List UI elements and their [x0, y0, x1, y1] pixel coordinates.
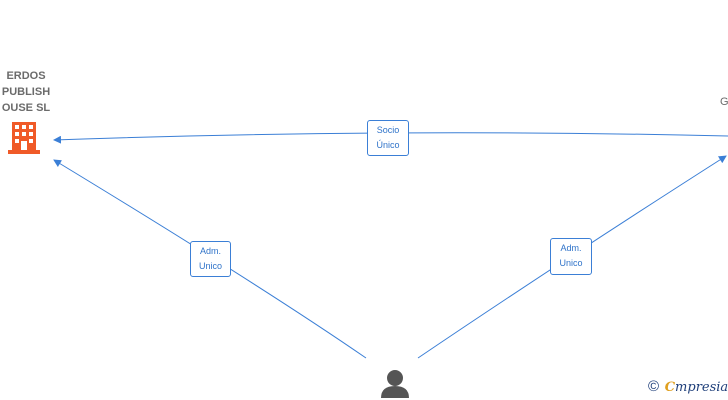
edge-label-line: Socio — [376, 125, 400, 135]
company-name-line-2: PUBLISH — [1, 86, 51, 98]
building-icon[interactable] — [8, 122, 40, 154]
edge-label-line: Unico — [198, 261, 222, 271]
edge-label-line: Único — [376, 140, 400, 150]
edge-label-adm-unico-right[interactable]: Adm. Unico — [550, 238, 592, 275]
edge-label-line: Adm. — [560, 243, 582, 253]
edge-label-adm-unico-left[interactable]: Adm. Unico — [190, 241, 231, 277]
edge-label-socio-unico[interactable]: Socio Único — [367, 120, 409, 156]
company-name[interactable]: ERDOS PUBLISH OUSE SL — [0, 68, 66, 116]
brand-rest: mpresia — [675, 380, 728, 395]
copyright-symbol: © — [648, 378, 660, 395]
person-icon[interactable] — [381, 370, 409, 398]
company-name-line-3: OUSE SL — [1, 102, 51, 114]
brand-initial: C — [664, 380, 676, 395]
edge-label-line: Adm. — [199, 246, 221, 256]
company-name-line-1: ERDOS — [6, 70, 46, 82]
edge-label-line: Unico — [559, 258, 583, 268]
empresia-watermark: © Cmpresia — [648, 378, 728, 395]
edge-adm-unico-left — [53, 159, 367, 359]
right-node-label[interactable]: G — [720, 96, 728, 108]
